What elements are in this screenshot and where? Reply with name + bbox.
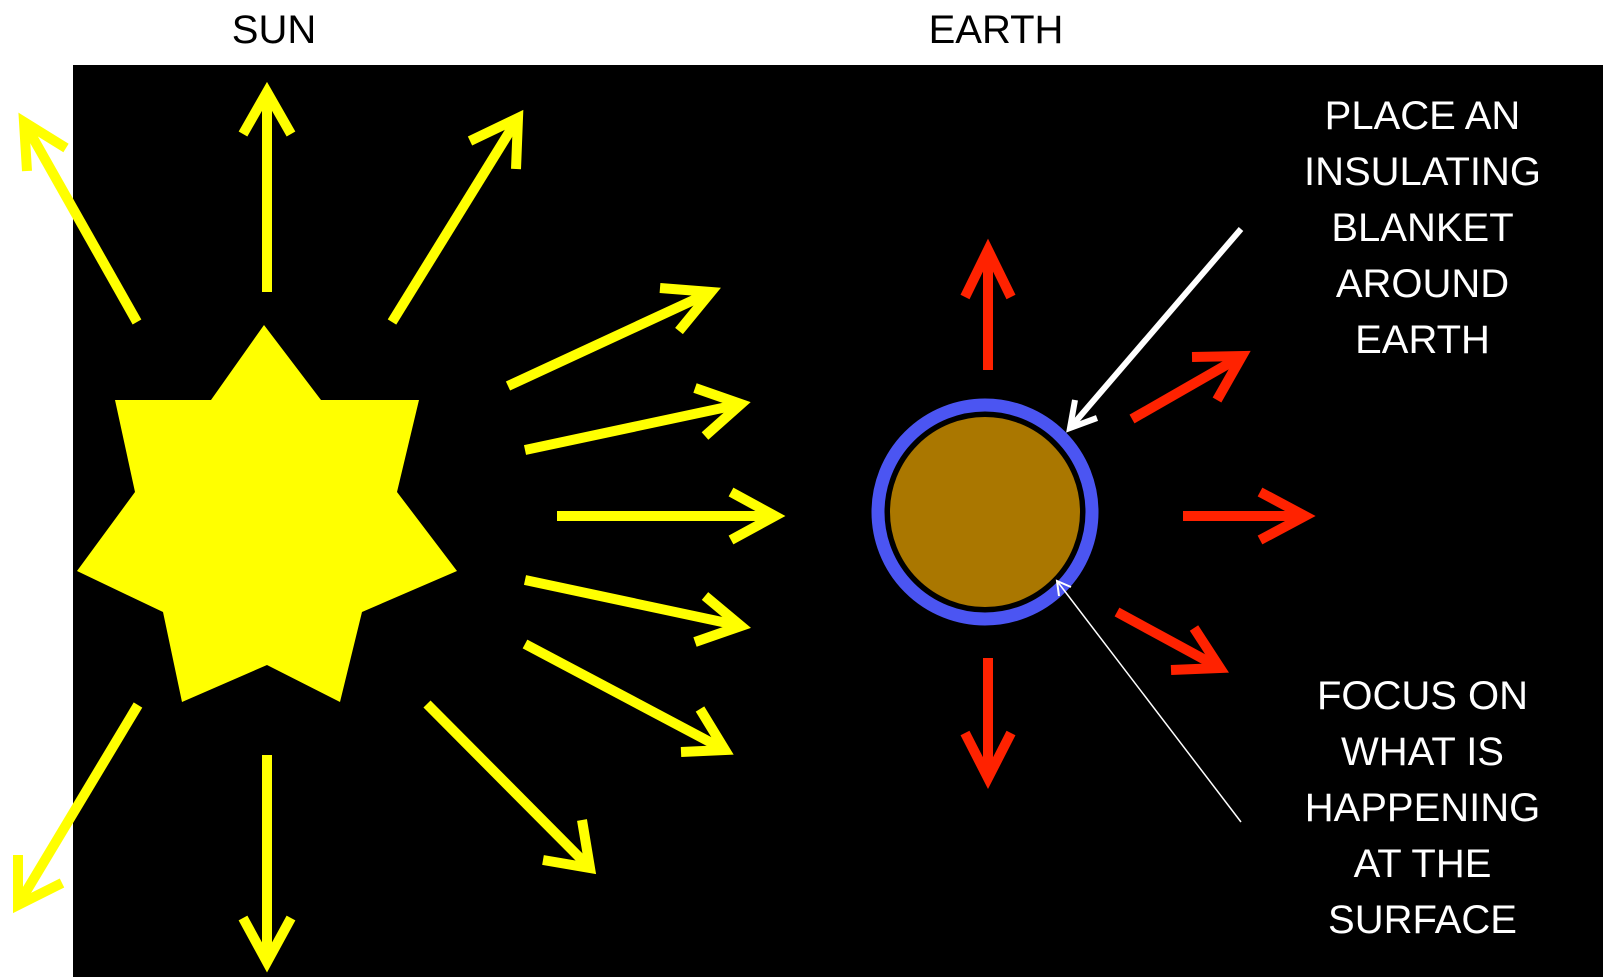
blanket-callout-text: PLACE AN INSULATING BLANKET AROUND EARTH bbox=[1265, 88, 1580, 368]
surface-callout-line: SURFACE bbox=[1265, 892, 1580, 948]
blanket-callout-line: AROUND bbox=[1265, 256, 1580, 312]
blanket-callout-line: PLACE AN bbox=[1265, 88, 1580, 144]
earth-surface bbox=[889, 416, 1081, 608]
surface-callout-line: HAPPENING bbox=[1265, 780, 1580, 836]
surface-callout-line: FOCUS ON bbox=[1265, 668, 1580, 724]
blanket-callout-line: BLANKET bbox=[1265, 200, 1580, 256]
blanket-callout-line: INSULATING bbox=[1265, 144, 1580, 200]
surface-callout-text: FOCUS ON WHAT IS HAPPENING AT THE SURFAC… bbox=[1265, 668, 1580, 948]
surface-callout-line: AT THE bbox=[1265, 836, 1580, 892]
blanket-callout-line: EARTH bbox=[1265, 312, 1580, 368]
surface-callout-line: WHAT IS bbox=[1265, 724, 1580, 780]
